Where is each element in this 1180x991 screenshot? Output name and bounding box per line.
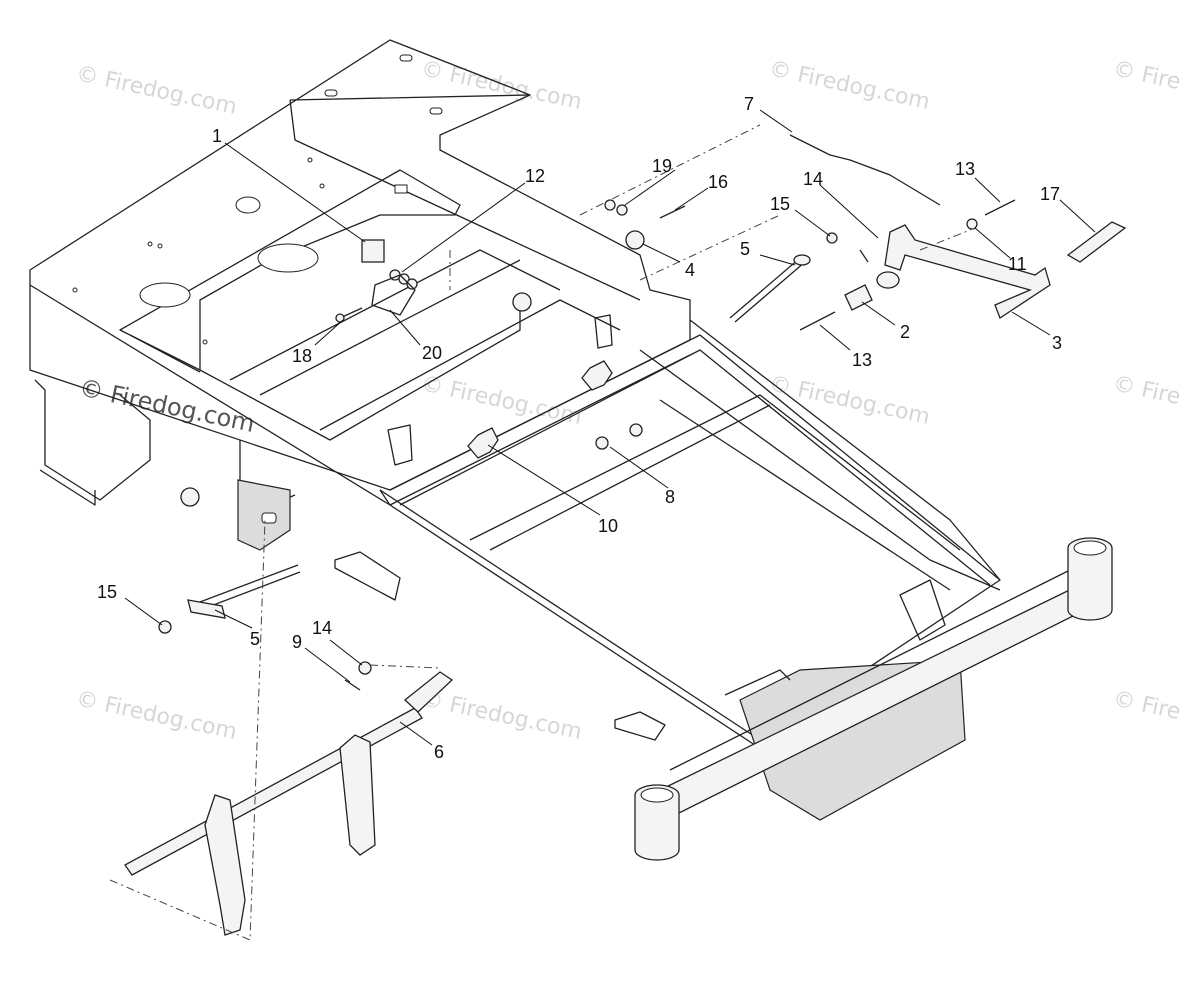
watermark: © Firedog.com — [419, 686, 584, 744]
callout-16: 16 — [708, 172, 728, 192]
callout-19: 19 — [652, 156, 672, 176]
front-pivot-right — [1067, 537, 1113, 621]
callout-14b: 14 — [312, 618, 332, 638]
callout-13b: 13 — [852, 350, 872, 370]
watermark: © Firedog.com — [1111, 56, 1180, 114]
lever-arm — [884, 224, 1051, 319]
callout-17: 17 — [1040, 184, 1060, 204]
watermark: © Firedog.com — [767, 56, 932, 114]
callout-15b: 15 — [97, 582, 117, 602]
callout-3: 3 — [1052, 333, 1062, 353]
callout-8: 8 — [665, 487, 675, 507]
deck-plate — [29, 39, 691, 491]
control-rod — [789, 134, 941, 206]
callout-2: 2 — [900, 322, 910, 342]
lower-box — [739, 659, 966, 821]
front-pivot-left — [634, 784, 680, 861]
callout-9: 9 — [292, 632, 302, 652]
watermark: © Firedog.com — [1111, 371, 1180, 429]
watermark-main: © Firedog.com — [77, 373, 257, 438]
callout-13: 13 — [955, 159, 975, 179]
callout-11: 11 — [1008, 254, 1027, 274]
callout-15: 15 — [770, 194, 790, 214]
small-parts — [109, 124, 1127, 941]
callout-18: 18 — [292, 346, 312, 366]
callout-10: 10 — [598, 516, 618, 536]
frame-assembly — [29, 39, 1113, 861]
callout-6: 6 — [434, 742, 444, 762]
callout-1: 1 — [212, 126, 222, 146]
callout-4: 4 — [685, 260, 695, 280]
callout-labels: 1 12 19 16 4 7 14 15 5 13 17 11 2 3 13 1… — [97, 94, 1062, 762]
switch-part — [361, 239, 385, 263]
deck-recess — [119, 169, 461, 371]
lift-shaft — [124, 671, 454, 936]
handle-grip — [1066, 221, 1127, 263]
cross-frame — [389, 334, 1001, 741]
callout-14: 14 — [803, 169, 823, 189]
watermark: © Firedog.com — [419, 56, 584, 114]
callout-leaders — [124, 109, 1096, 746]
watermark: © Firedog.com — [767, 371, 932, 429]
watermark: © Firedog.com — [74, 686, 239, 744]
callout-20: 20 — [422, 343, 442, 363]
callout-7: 7 — [744, 94, 754, 114]
callout-5: 5 — [740, 239, 750, 259]
callout-5b: 5 — [250, 629, 260, 649]
callout-12: 12 — [525, 166, 545, 186]
left-channel — [34, 379, 151, 501]
watermark: © Firedog.com — [1111, 686, 1180, 744]
watermark: © Firedog.com — [74, 61, 239, 119]
